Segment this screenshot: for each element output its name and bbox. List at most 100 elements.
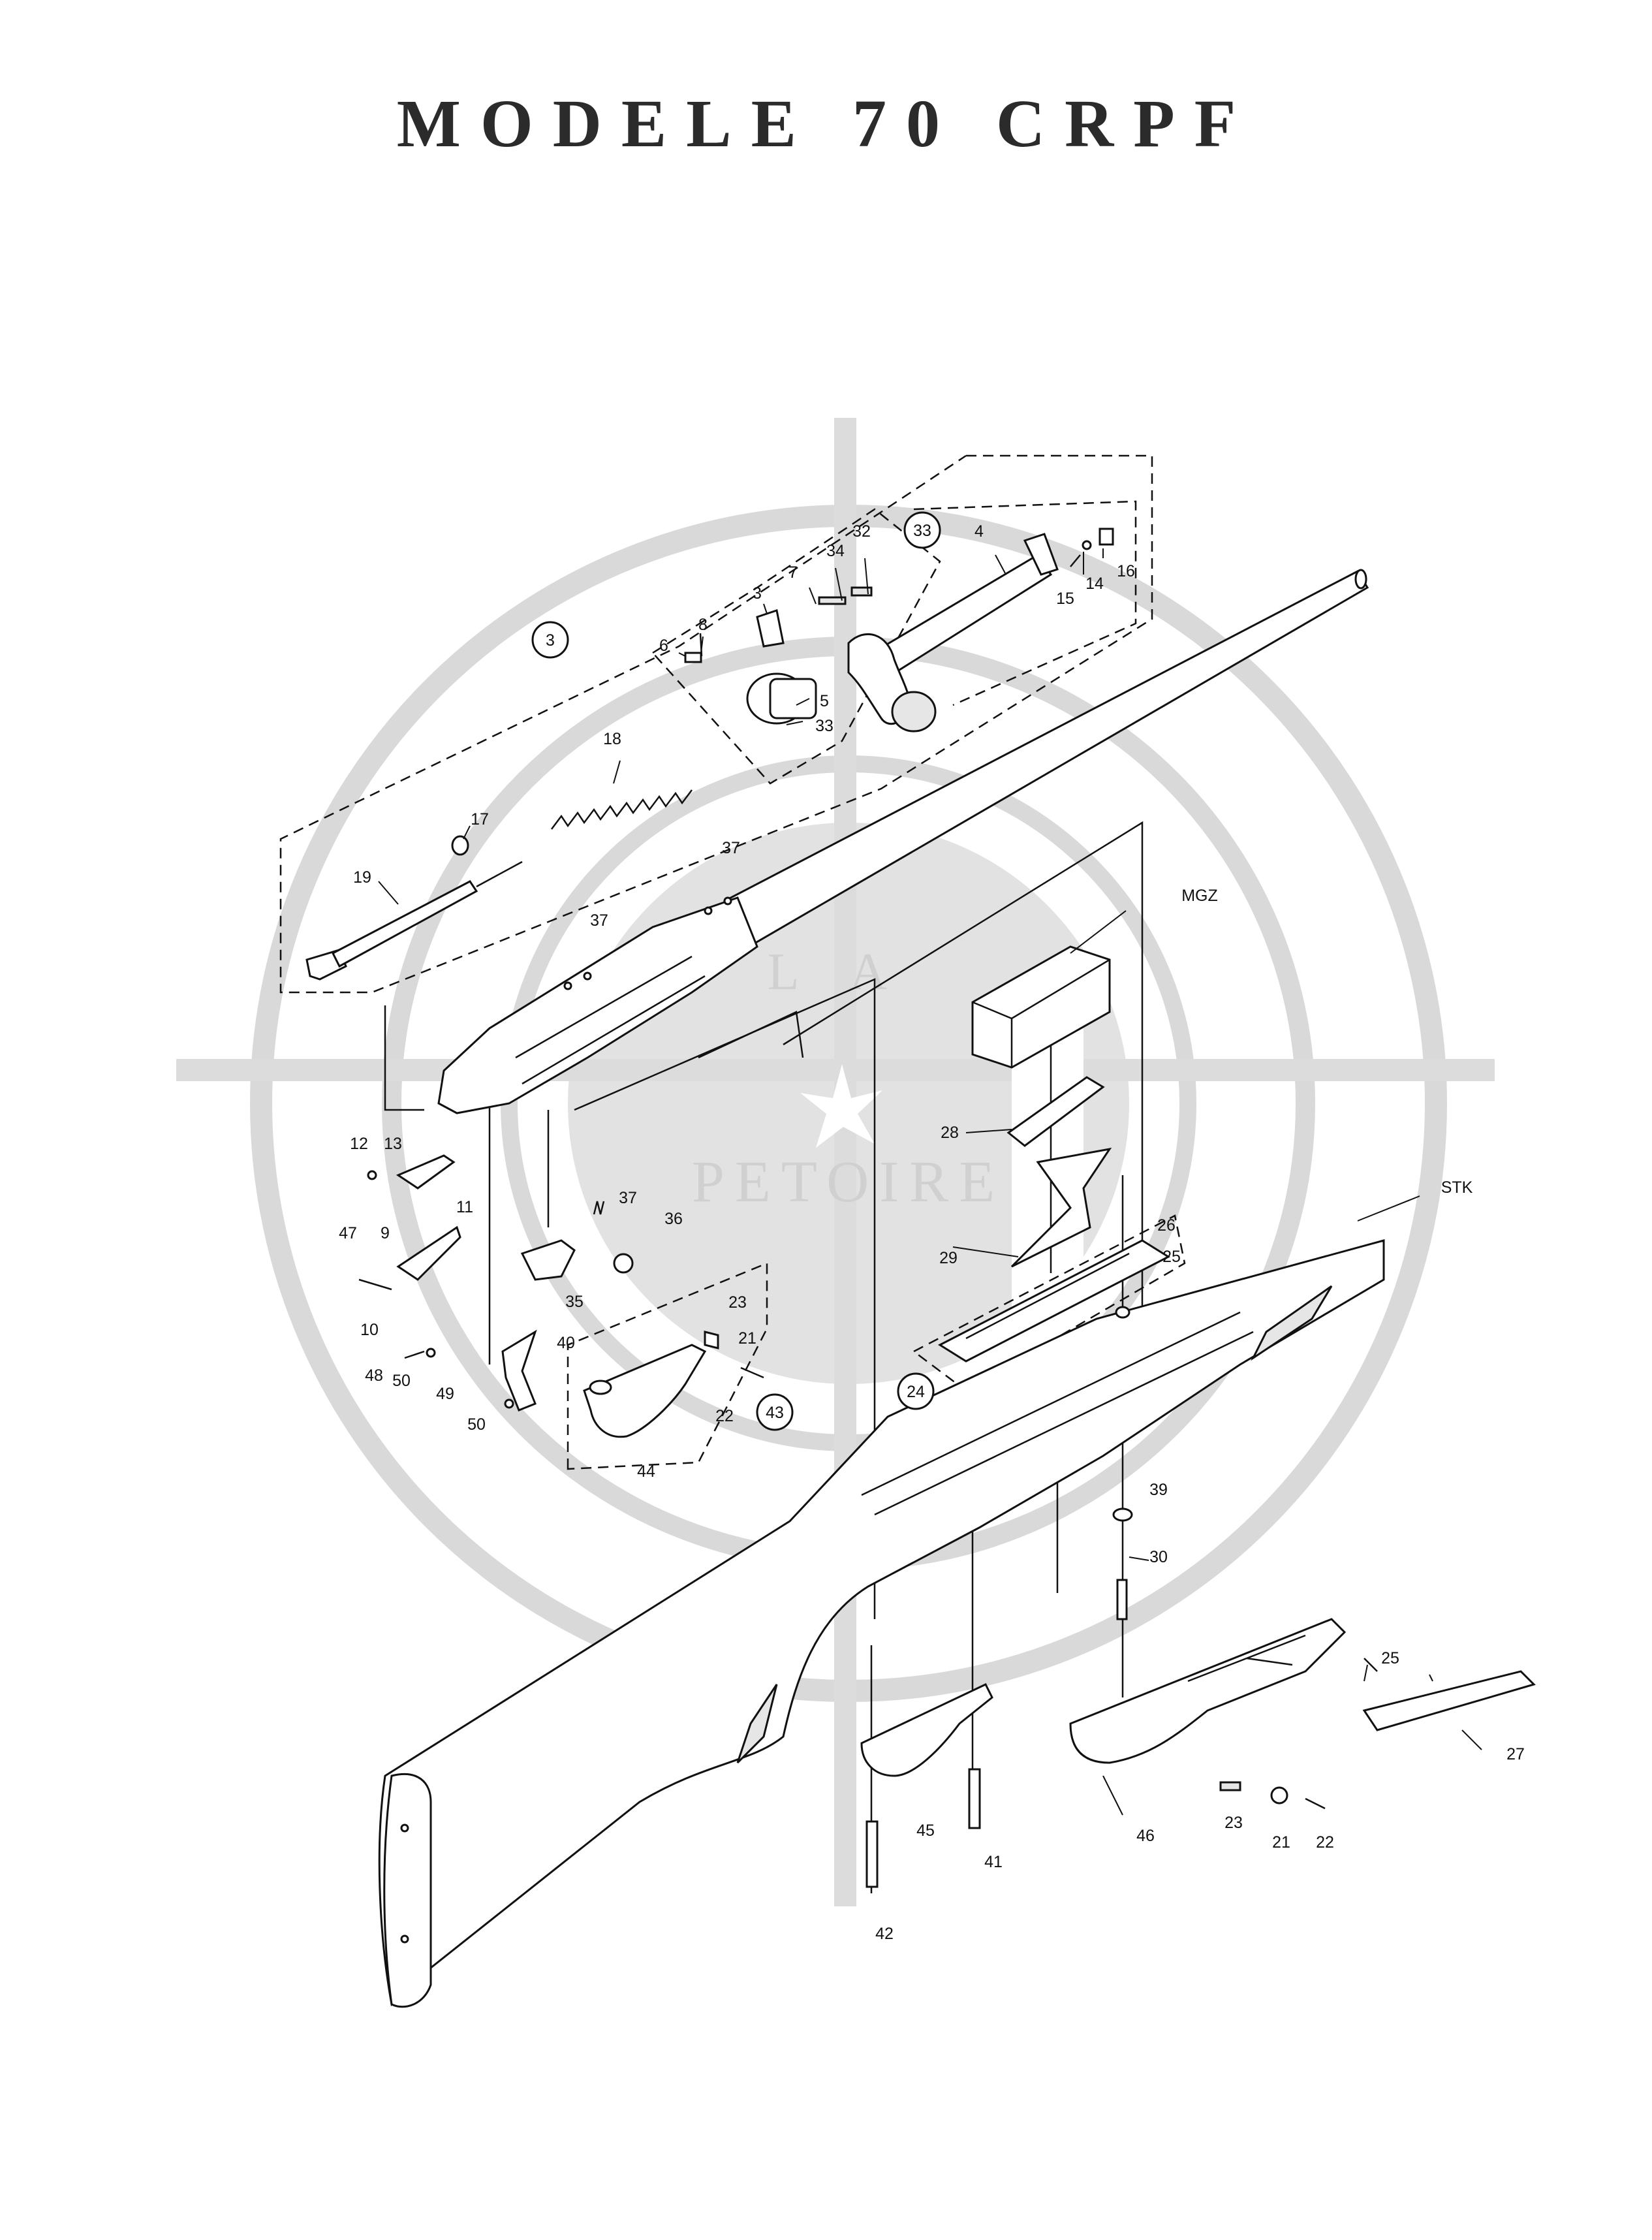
label-17: 17 [471, 810, 489, 828]
label-39: 39 [1149, 1481, 1168, 1499]
label-22: 22 [715, 1407, 734, 1425]
label-22-lower: 22 [1316, 1833, 1334, 1852]
label-5: 5 [820, 692, 829, 710]
label-30: 30 [1149, 1548, 1168, 1566]
label-27: 27 [1506, 1745, 1525, 1763]
label-23: 23 [728, 1293, 747, 1312]
label-32: 32 [852, 522, 871, 541]
label-23-lower: 23 [1224, 1814, 1243, 1832]
label-9: 9 [381, 1224, 390, 1242]
label-21-lower: 21 [1272, 1833, 1290, 1852]
group-boundaries [279, 454, 1186, 1470]
bottom-metal-46 [1069, 1618, 1347, 1764]
diagram-title: MODELE 70 CRPF [396, 86, 1256, 161]
label-37-upper: 37 [722, 839, 740, 857]
part-9 [396, 1225, 461, 1281]
trigger [501, 1329, 537, 1412]
screw-41 [968, 1768, 981, 1829]
barrel-receiver [437, 569, 1369, 1114]
label-40: 40 [557, 1334, 575, 1352]
label-STK: STK [1441, 1178, 1473, 1197]
label-6: 6 [659, 637, 668, 655]
label-42: 42 [875, 1925, 894, 1943]
label-10: 10 [360, 1321, 379, 1339]
rifle-stock [378, 1239, 1385, 2008]
trigger-parts [358, 1154, 634, 1412]
screw-30 [1116, 1579, 1128, 1620]
magazine-box [971, 945, 1111, 1069]
part-35 [520, 1239, 576, 1281]
stock-checkering [1251, 1285, 1333, 1361]
label-4: 4 [974, 522, 984, 541]
lower-parts [860, 1507, 1536, 1888]
label-45: 45 [916, 1822, 935, 1840]
label-7: 7 [788, 563, 798, 582]
callout-circle-43 [756, 1393, 794, 1431]
label-35: 35 [565, 1293, 584, 1311]
leader-lines [378, 548, 1482, 1816]
magazine-spring [1010, 1147, 1112, 1268]
label-13: 13 [384, 1135, 402, 1153]
label-25-lower: 25 [1381, 1649, 1399, 1667]
floorplate-27 [1362, 1670, 1536, 1731]
label-46: 46 [1136, 1827, 1155, 1845]
watermark-target: L A PETOIRE [176, 418, 1495, 1906]
label-33-circled: 33 [913, 522, 931, 540]
watermark-word: PETOIRE [692, 1150, 1005, 1214]
label-21: 21 [738, 1329, 756, 1348]
label-48: 48 [365, 1366, 383, 1385]
label-15: 15 [1056, 590, 1074, 608]
label-34: 34 [826, 542, 845, 560]
label-47: 47 [339, 1224, 357, 1242]
circled-callouts [531, 511, 941, 1431]
label-14: 14 [1085, 575, 1104, 593]
trigger-guard-44 [583, 1331, 764, 1438]
label-12: 12 [350, 1135, 368, 1153]
watermark-star-icon [800, 1064, 882, 1148]
label-44: 44 [637, 1462, 655, 1481]
label-19: 19 [353, 868, 371, 887]
label-24-circled: 24 [907, 1383, 925, 1401]
label-29: 29 [939, 1249, 958, 1267]
label-49: 49 [436, 1385, 454, 1403]
label-37-middle: 37 [590, 911, 608, 930]
label-50: 50 [392, 1372, 411, 1390]
screw-42 [865, 1820, 879, 1888]
label-26: 26 [1157, 1216, 1176, 1235]
label-50-lower: 50 [467, 1415, 486, 1434]
label-16: 16 [1117, 562, 1135, 580]
label-28: 28 [941, 1124, 959, 1142]
label-3-circled: 3 [546, 631, 555, 650]
watermark-letter-1: L [768, 943, 800, 1001]
cocking-piece [756, 609, 785, 648]
firing-pin-spring [551, 789, 693, 830]
label-36: 36 [664, 1210, 683, 1228]
label-25: 25 [1162, 1248, 1181, 1266]
label-37-lower: 37 [619, 1189, 637, 1207]
butt-plate [383, 1773, 432, 2008]
pin-6 [684, 652, 702, 663]
callout-circle-3 [531, 621, 569, 659]
part-labels: 4 33 32 34 7 3 8 6 5 33 16 14 15 3 18 17… [339, 522, 1525, 1943]
label-MGZ: MGZ [1181, 887, 1218, 905]
bolt-assembly [305, 528, 1114, 981]
receiver [437, 896, 758, 1114]
floorplate [937, 1239, 1171, 1363]
follower [1006, 1076, 1105, 1147]
magazine-parts [937, 945, 1171, 1363]
label-3: 3 [753, 584, 762, 603]
callout-circle-33 [903, 511, 941, 549]
part-11 [396, 1154, 456, 1190]
label-11: 11 [456, 1198, 473, 1216]
trigger-guard-45 [860, 1683, 993, 1777]
label-18: 18 [603, 730, 621, 748]
label-41: 41 [984, 1853, 1003, 1871]
label-8: 8 [698, 616, 708, 634]
washer-39 [1112, 1507, 1133, 1522]
trigger-guard [583, 1344, 707, 1438]
label-33: 33 [815, 717, 834, 735]
label-43-circled: 43 [766, 1404, 784, 1422]
callout-circle-24 [897, 1372, 935, 1410]
